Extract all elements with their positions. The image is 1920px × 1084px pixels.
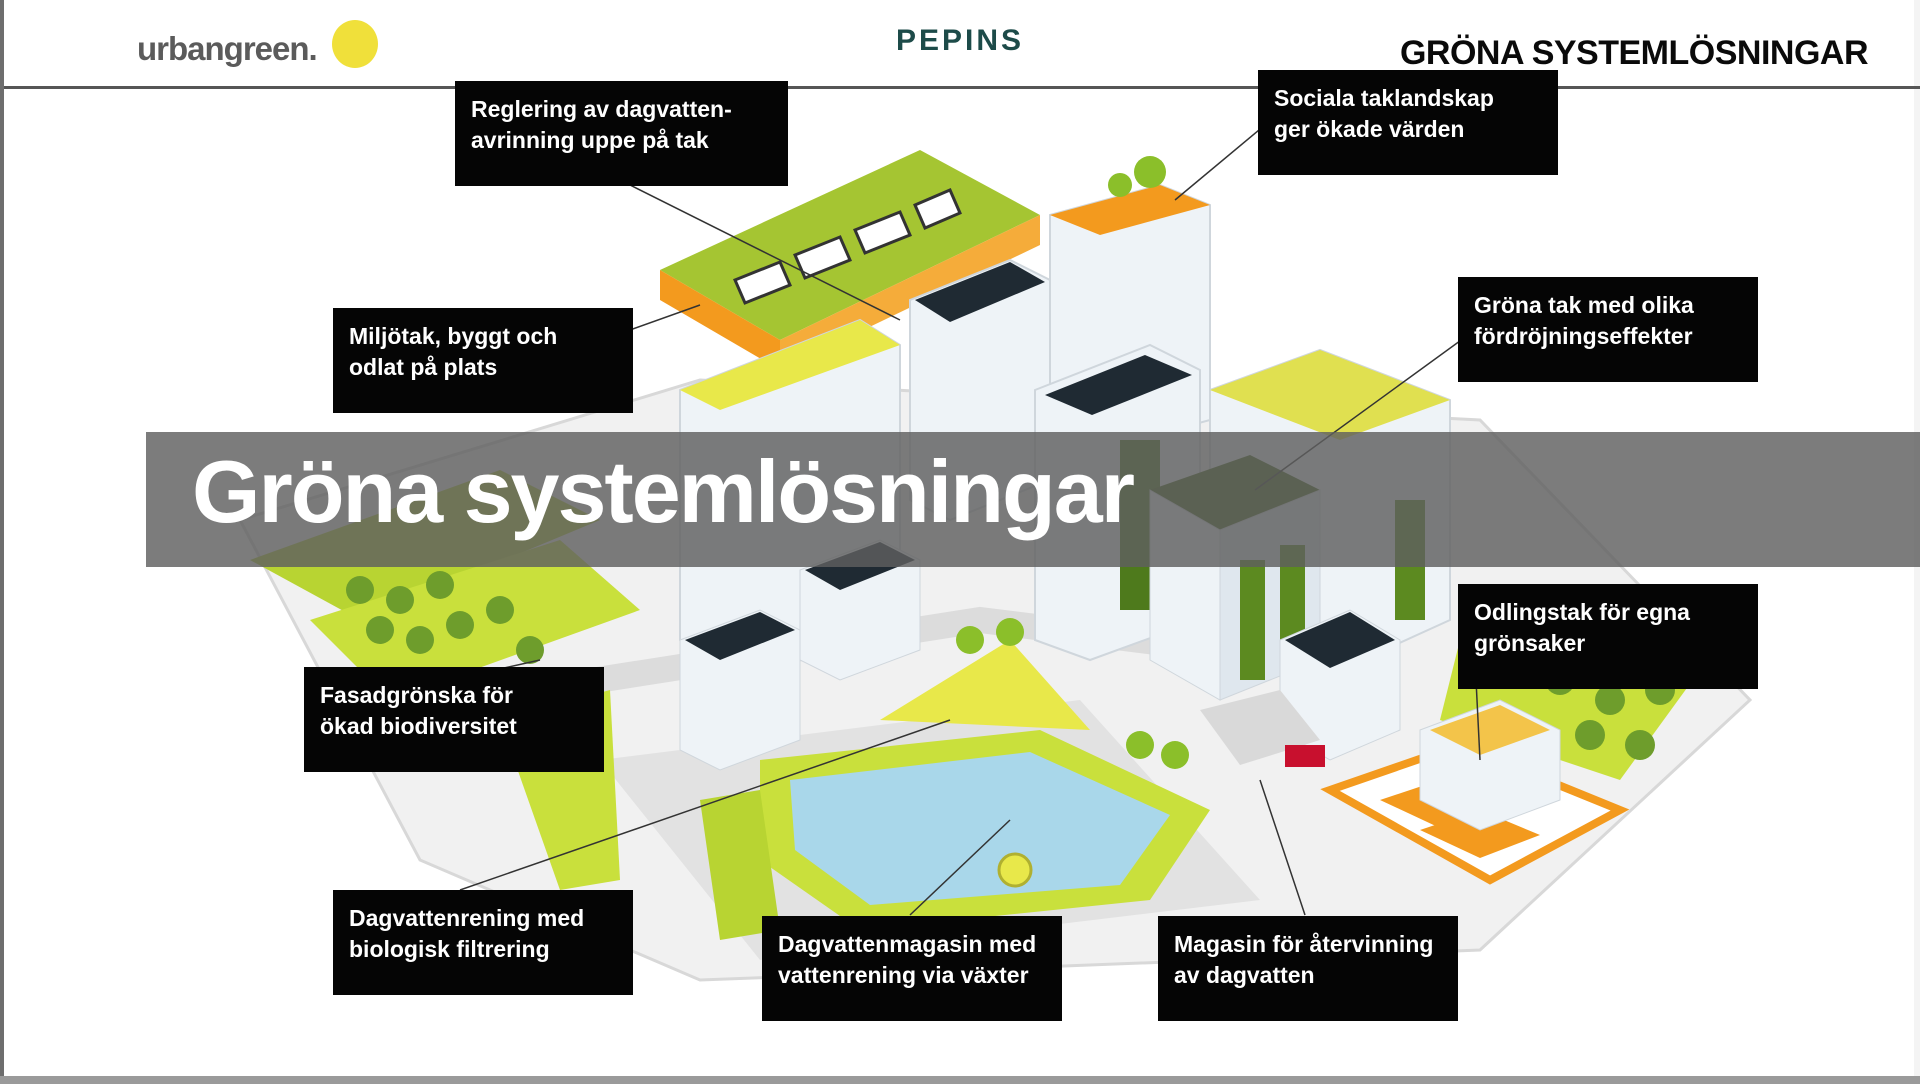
label-sociala-taklandskap: Sociala taklandskap ger ökade värden bbox=[1258, 70, 1558, 175]
section-title: GRÖNA SYSTEMLÖSNINGAR bbox=[1399, 34, 1869, 72]
label-grona-tak: Gröna tak med olika fördröjningseffekter bbox=[1458, 277, 1758, 382]
label-dagvattenmagasin: Dagvattenmagasin med vattenrening via vä… bbox=[762, 916, 1062, 1021]
header-divider bbox=[4, 86, 1920, 89]
label-reglering: Reglering av dagvatten- avrinning uppe p… bbox=[455, 81, 788, 186]
pepins-brand: PEPINS bbox=[895, 24, 1025, 57]
bottom-border bbox=[0, 1076, 1920, 1084]
label-odlingstak: Odlingstak för egna grönsaker bbox=[1458, 584, 1758, 689]
left-border bbox=[0, 0, 4, 1084]
urbangreen-logo-text: urbangreen. bbox=[137, 30, 318, 67]
title-banner bbox=[146, 432, 1920, 567]
urbangreen-logo-icon bbox=[332, 20, 378, 68]
banner-title: Gröna systemlösningar bbox=[192, 442, 1135, 541]
label-magasin-atervinning: Magasin för återvinning av dagvatten bbox=[1158, 916, 1458, 1021]
label-miljotak: Miljötak, byggt och odlat på plats bbox=[333, 308, 633, 413]
label-dagvattenrening: Dagvattenrening med biologisk filtrering bbox=[333, 890, 633, 995]
label-fasadgronska: Fasadgrönska för ökad biodiversitet bbox=[304, 667, 604, 772]
